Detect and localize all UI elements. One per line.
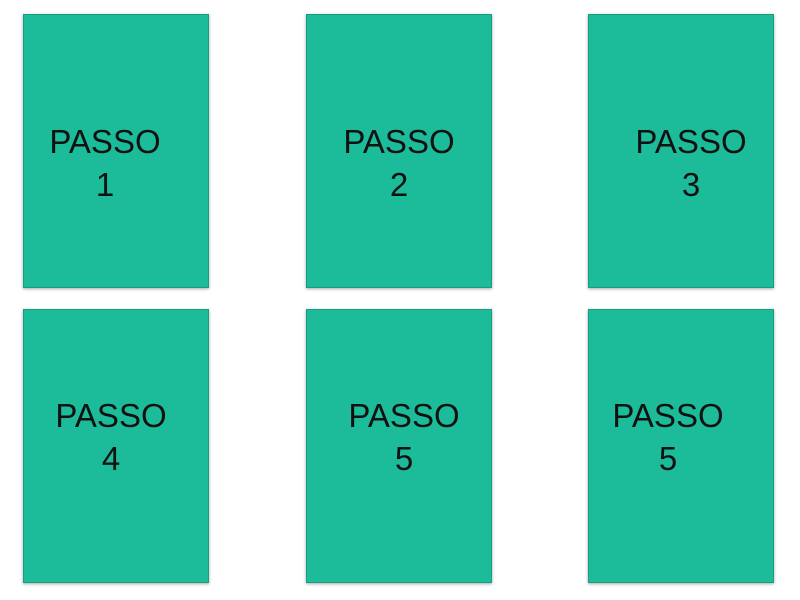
step-number: 4: [101, 440, 121, 477]
step-card-label: PASSO 2: [307, 120, 491, 206]
step-card-label: PASSO 3: [599, 120, 783, 206]
step-card-1[interactable]: PASSO 1: [23, 14, 209, 288]
step-card-3[interactable]: PASSO 3: [588, 14, 774, 288]
step-number: 2: [389, 166, 409, 203]
step-title: PASSO: [635, 123, 747, 160]
step-number: 5: [658, 440, 678, 477]
step-card-label: PASSO 5: [576, 394, 760, 480]
step-number: 5: [394, 440, 414, 477]
step-number: 3: [681, 166, 701, 203]
step-card-label: PASSO 1: [13, 120, 197, 206]
step-title: PASSO: [55, 397, 167, 434]
step-card-5[interactable]: PASSO 5: [306, 309, 492, 583]
step-title: PASSO: [49, 123, 161, 160]
step-title: PASSO: [612, 397, 724, 434]
step-card-4[interactable]: PASSO 4: [23, 309, 209, 583]
step-card-2[interactable]: PASSO 2: [306, 14, 492, 288]
step-card-6[interactable]: PASSO 5: [588, 309, 774, 583]
step-card-label: PASSO 4: [19, 394, 203, 480]
step-title: PASSO: [343, 123, 455, 160]
step-number: 1: [95, 166, 115, 203]
step-title: PASSO: [348, 397, 460, 434]
step-card-label: PASSO 5: [312, 394, 496, 480]
